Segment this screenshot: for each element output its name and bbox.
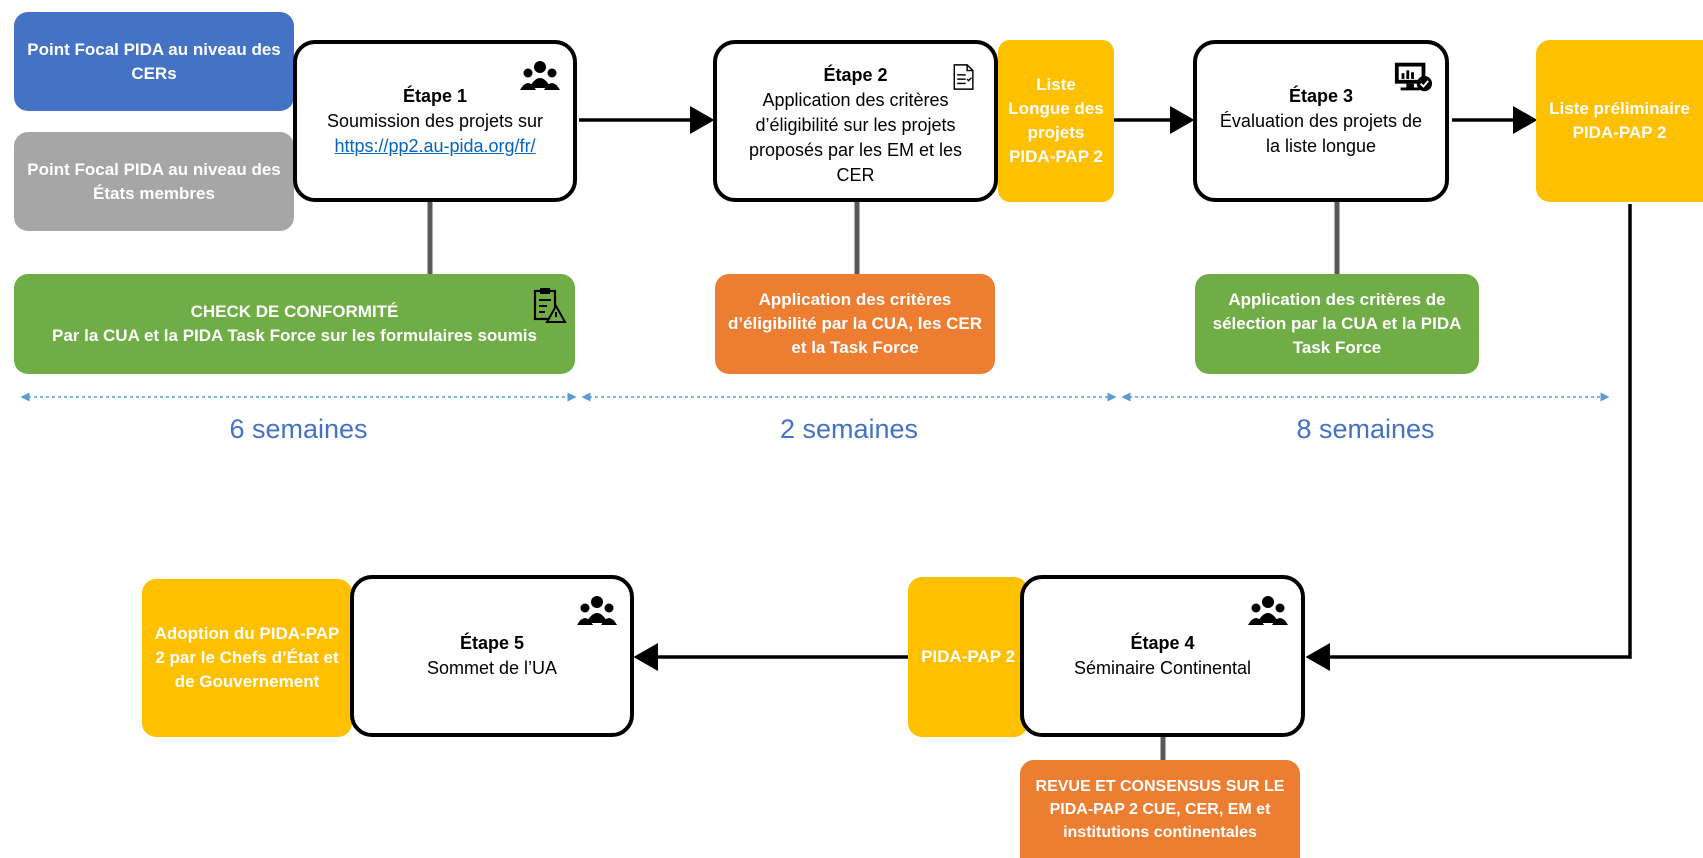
cer-focal-point-box: Point Focal PIDA au niveau des CERs [14,12,294,111]
pida-pap2-label: PIDA-PAP 2 [921,647,1015,666]
conformity-check-title: CHECK DE CONFORMITÉ [190,302,399,321]
stage-2-desc: Application des critères d’éligibilité s… [748,89,963,185]
duration-3: 8 semaines [1296,414,1435,444]
duration-2: 2 semaines [779,414,919,444]
stage-4-title: Étape 4 [1130,633,1195,653]
stage-1-desc: Soumission des projets sur [326,110,544,131]
stage-3-box: Étape 3 Évaluation des projets de la lis… [1193,40,1449,202]
pida-pap2-box: PIDA-PAP 2 [908,577,1028,737]
conformity-check-box: CHECK DE CONFORMITÉ Par la CUA et la PID… [14,274,575,374]
review-consensus-label: REVUE ET CONSENSUS SUR LE PIDA-PAP 2 CUE… [1035,777,1285,841]
stage-4-box: Étape 4 Séminaire Continental [1020,575,1305,737]
cer-focal-point-label: Point Focal PIDA au niveau des CERs [27,39,281,83]
preliminary-list-label: Liste préliminaire PIDA-PAP 2 [1549,99,1690,142]
checklist-document-icon [953,64,974,90]
stage-5-box: Étape 5 Sommet de l’UA [350,575,634,737]
stage-1-box: Étape 1 Soumission des projets sur https… [293,40,577,202]
people-icon [1248,596,1288,625]
selection-criteria-box: Application des critères de sélection pa… [1195,274,1479,374]
stage-1-title: Étape 1 [402,85,468,106]
monitor-chart-icon [1394,62,1433,92]
conformity-check-desc: Par la CUA et la PIDA Task Force sur les… [52,326,537,345]
stage-5-desc: Sommet de l’UA [426,658,558,678]
member-focal-point-box: Point Focal PIDA au niveau des États mem… [14,132,294,231]
stage-4-desc: Séminaire Continental [1073,658,1252,678]
long-list-label: Liste Longue des projets PIDA-PAP 2 [1008,75,1104,166]
stage-2-title: Étape 2 [823,64,888,85]
stage-1-link[interactable]: https://pp2.au-pida.org/fr/ [334,135,536,156]
eligibility-criteria-label: Application des critères d’éligibilité p… [727,290,983,357]
selection-criteria-label: Application des critères de sélection pa… [1212,290,1462,357]
arrow-prelim-s4 [1305,204,1632,671]
stage-3-desc: Évaluation des projets de la liste longu… [1219,110,1423,156]
duration-1: 6 semaines [229,414,368,444]
clipboard-warning-icon [533,288,567,323]
people-icon [577,596,617,625]
adoption-box: Adoption du PIDA-PAP 2 par le Chefs d’Ét… [142,579,352,737]
eligibility-criteria-box: Application des critères d’éligibilité p… [715,274,995,374]
stage-3-title: Étape 3 [1288,85,1354,106]
stage-5-title: Étape 5 [459,633,525,653]
stage-2-box: Étape 2 Application des critères d’éligi… [713,40,998,202]
long-list-box: Liste Longue des projets PIDA-PAP 2 [998,40,1114,202]
people-icon [520,61,560,90]
adoption-label: Adoption du PIDA-PAP 2 par le Chefs d’Ét… [154,624,340,691]
preliminary-list-box: Liste préliminaire PIDA-PAP 2 [1536,40,1703,202]
member-focal-point-label: Point Focal PIDA au niveau des États mem… [27,159,281,203]
review-consensus-box: REVUE ET CONSENSUS SUR LE PIDA-PAP 2 CUE… [1020,760,1300,858]
